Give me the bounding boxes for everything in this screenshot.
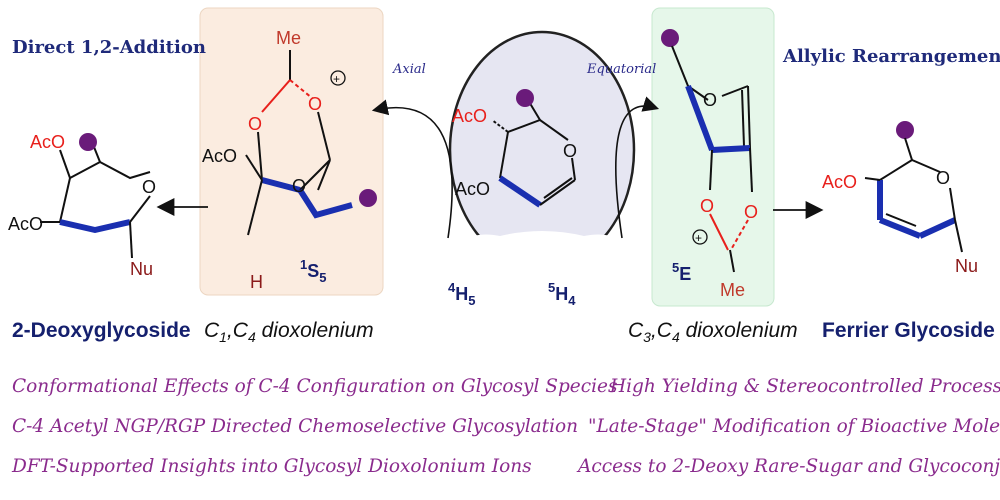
svg-text:AcO: AcO: [8, 214, 43, 234]
svg-text:Me: Me: [720, 280, 745, 300]
svg-text:O: O: [703, 90, 717, 110]
bullet-right-2: "Late-Stage" Modification of Bioactive M…: [588, 416, 1000, 437]
svg-text:AcO: AcO: [30, 132, 65, 152]
label-2-deoxyglycoside: 2-Deoxyglycoside: [12, 319, 191, 342]
bullet-left-2: C-4 Acetyl NGP/RGP Directed Chemoselecti…: [12, 416, 578, 437]
bullet-right-3: Access to 2-Deoxy Rare-Sugar and Glycoco…: [576, 456, 1000, 477]
label-c3c4-dioxolenium: C3,C4 dioxolenium: [628, 319, 798, 345]
glycal-structure: O AcO AcO: [452, 89, 577, 208]
equatorial-arrow: [614, 96, 660, 239]
conf-5E: 5E: [672, 260, 691, 284]
svg-text:H: H: [250, 272, 263, 292]
title-direct-addition: Direct 1,2-Addition: [12, 37, 206, 58]
label-ferrier-glycoside: Ferrier Glycoside: [822, 319, 995, 342]
svg-text:Nu: Nu: [955, 256, 978, 276]
svg-text:O: O: [308, 94, 322, 114]
central-ellipse: [430, 30, 650, 300]
c3-c4-dioxolenium-structure: O O O + Me 5E: [661, 29, 758, 300]
bullet-left-1: Conformational Effects of C-4 Configurat…: [12, 376, 617, 397]
peach-panel: [199, 7, 384, 296]
conf-5H4: 5H4: [548, 280, 576, 308]
conf-1S5: 1S5: [300, 257, 326, 285]
svg-text:AcO: AcO: [455, 179, 490, 199]
svg-text:O: O: [700, 196, 714, 216]
svg-text:AcO: AcO: [202, 146, 237, 166]
axial-arrow: [371, 99, 453, 239]
axial-label: Axial: [392, 62, 426, 77]
svg-text:+: +: [695, 231, 702, 245]
title-allylic-rearrangement: Allylic Rearrangement: [782, 46, 1000, 67]
svg-text:O: O: [744, 202, 758, 222]
conf-4H5: 4H5: [448, 280, 475, 308]
svg-text:AcO: AcO: [452, 106, 487, 126]
svg-text:O: O: [936, 168, 950, 188]
c1-c4-dioxolenium-structure: Me O O + O AcO H 1S5: [202, 28, 377, 292]
equatorial-label: Equatorial: [586, 62, 656, 77]
mint-panel: [651, 7, 775, 307]
svg-text:O: O: [563, 141, 577, 161]
svg-text:AcO: AcO: [822, 172, 857, 192]
ferrier-glycoside-structure: O AcO Nu: [822, 121, 978, 276]
svg-text:O: O: [142, 177, 156, 197]
svg-text:O: O: [248, 114, 262, 134]
svg-text:Nu: Nu: [130, 259, 153, 279]
deoxyglycoside-structure: O AcO AcO Nu: [8, 132, 156, 279]
svg-text:O: O: [292, 176, 306, 196]
svg-text:Me: Me: [276, 28, 301, 48]
bullet-right-1: High Yielding & Stereocontrolled Process: [609, 376, 1000, 397]
bullet-left-3: DFT-Supported Insights into Glycosyl Dio…: [11, 456, 532, 477]
svg-text:+: +: [333, 72, 340, 86]
label-c1c4-dioxolenium: C1,C4 dioxolenium: [204, 319, 374, 345]
